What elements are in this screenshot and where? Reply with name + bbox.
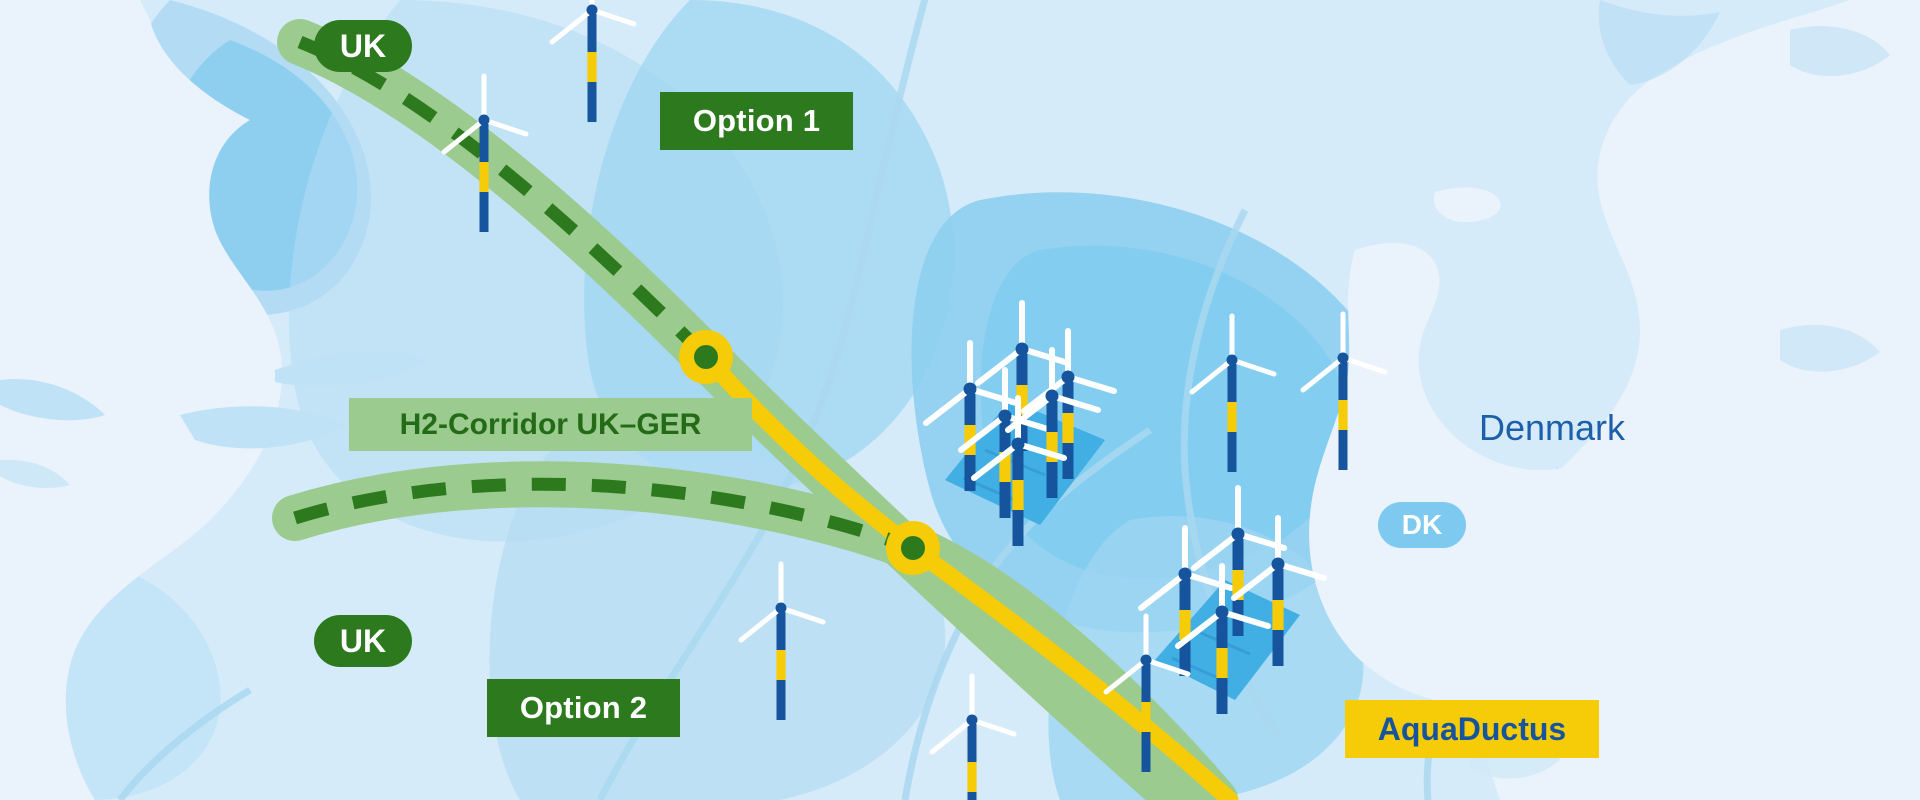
- label-option-1[interactable]: Option 1: [660, 92, 853, 150]
- label-aquaductus[interactable]: AquaDuctus: [1345, 700, 1599, 758]
- label-denmark: Denmark: [1478, 407, 1626, 448]
- badge-uk-north[interactable]: UK: [314, 20, 412, 72]
- label-option-2[interactable]: Option 2: [487, 679, 680, 737]
- option-1-dash: [297, 35, 711, 362]
- label-h2-corridor[interactable]: H2-Corridor UK–GER: [349, 398, 752, 451]
- junction-nodes: [679, 330, 940, 575]
- badge-dk[interactable]: DK: [1378, 502, 1466, 548]
- wind-farm-central: [926, 303, 1114, 546]
- badge-uk-south[interactable]: UK: [314, 615, 412, 667]
- wind-farm-southeast: [1141, 488, 1324, 714]
- route-dashes: [293, 35, 916, 555]
